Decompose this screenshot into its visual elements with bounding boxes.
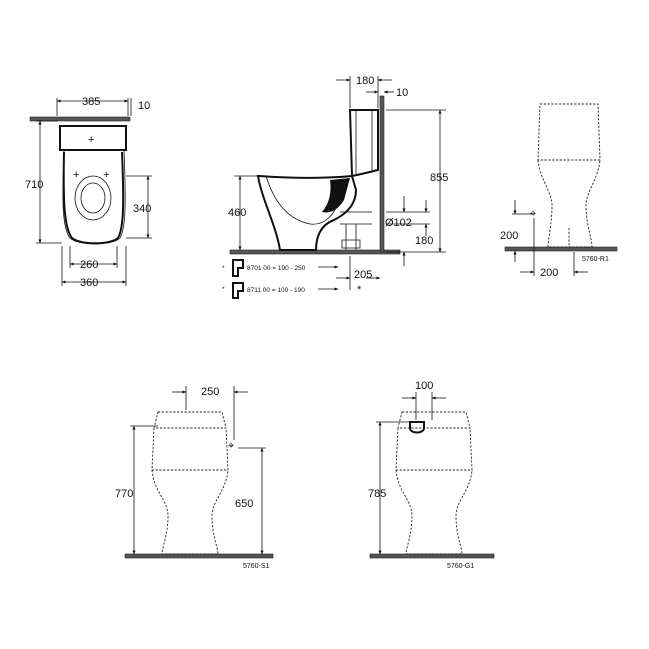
note1-icon (232, 259, 244, 277)
top-bowl-seat (74, 175, 112, 221)
g1-bowl (395, 469, 473, 555)
r1-code: 5760-R1 (582, 256, 609, 263)
g1-floor (369, 553, 495, 559)
s1-dim-650: 650 (235, 498, 253, 510)
r1-floor (504, 246, 618, 252)
view-g1: 100 785 5760-G1 (368, 380, 495, 570)
dim-d102: Ø102 (385, 217, 412, 229)
top-bowl-hole (80, 182, 106, 214)
side-outlet-down (345, 224, 357, 250)
r1-bowl (537, 159, 601, 248)
top-bowl-outline (62, 149, 126, 245)
dim-205: 205 (354, 269, 372, 281)
dim-180-bottom: 180 (415, 235, 433, 247)
top-cistern-outline (59, 125, 127, 151)
s1-code: 5760-S1 (243, 563, 270, 570)
dim-10-side: 10 (396, 87, 408, 99)
g1-code: 5760-G1 (447, 563, 474, 570)
g1-dim-785: 785 (368, 488, 386, 500)
side-trap (265, 175, 341, 225)
g1-inlet (409, 421, 425, 434)
dim-460: 460 (228, 207, 246, 219)
r1-inlet-mark: ⌖ (530, 208, 536, 220)
top-fix-left: + (73, 169, 79, 181)
note1-text: 8701 00 = 190 - 250 (247, 265, 306, 272)
top-wall (29, 116, 131, 122)
note2-text: 8711 00 = 100 - 190 (247, 287, 305, 294)
r1-dim-200-v: 200 (500, 230, 518, 242)
note2-icon (232, 282, 244, 299)
dim-260: 260 (80, 259, 98, 271)
s1-bowl (151, 469, 229, 555)
g1-cistern-body (395, 427, 473, 471)
s1-dim-250: 250 (201, 386, 219, 398)
dim-385: 385 (82, 96, 100, 108)
r1-cistern (537, 103, 601, 161)
g1-dim-100: 100 (415, 380, 433, 392)
side-bowl (256, 174, 358, 251)
side-outlet-bend (341, 239, 361, 249)
dim-10-top: 10 (138, 100, 150, 112)
top-view: + + + 385 10 710 340 260 360 (25, 96, 152, 289)
s1-floor (124, 553, 274, 559)
dim-855: 855 (430, 172, 448, 184)
dim-340: 340 (133, 203, 151, 215)
note1-star: * (222, 265, 225, 272)
side-trap-fill (322, 178, 350, 213)
s1-cistern (153, 411, 227, 429)
side-view: 180 10 855 460 Ø102 180 205 * * 8701 00 … (222, 75, 448, 299)
top-fix-right: + (103, 169, 109, 181)
g1-cistern (397, 411, 471, 429)
side-wall (379, 95, 385, 253)
s1-inlet-mark: ⌖ (228, 440, 234, 452)
view-r1: ⌖ 200 200 5760-R1 (500, 103, 618, 279)
side-cistern (348, 109, 379, 178)
note2-star: * (222, 286, 225, 293)
view-s1: ⌖ 250 770 650 5760-S1 (115, 386, 274, 570)
dim-360: 360 (80, 277, 98, 289)
s1-dim-770: 770 (115, 488, 133, 500)
dim-710: 710 (25, 179, 43, 191)
top-bowl-rim (62, 151, 125, 245)
dim-180-top: 180 (356, 75, 374, 87)
s1-cistern-body (151, 427, 229, 471)
r1-dim-200-h: 200 (540, 267, 558, 279)
star-note: * (357, 284, 362, 296)
top-flush-mark: + (88, 134, 94, 146)
